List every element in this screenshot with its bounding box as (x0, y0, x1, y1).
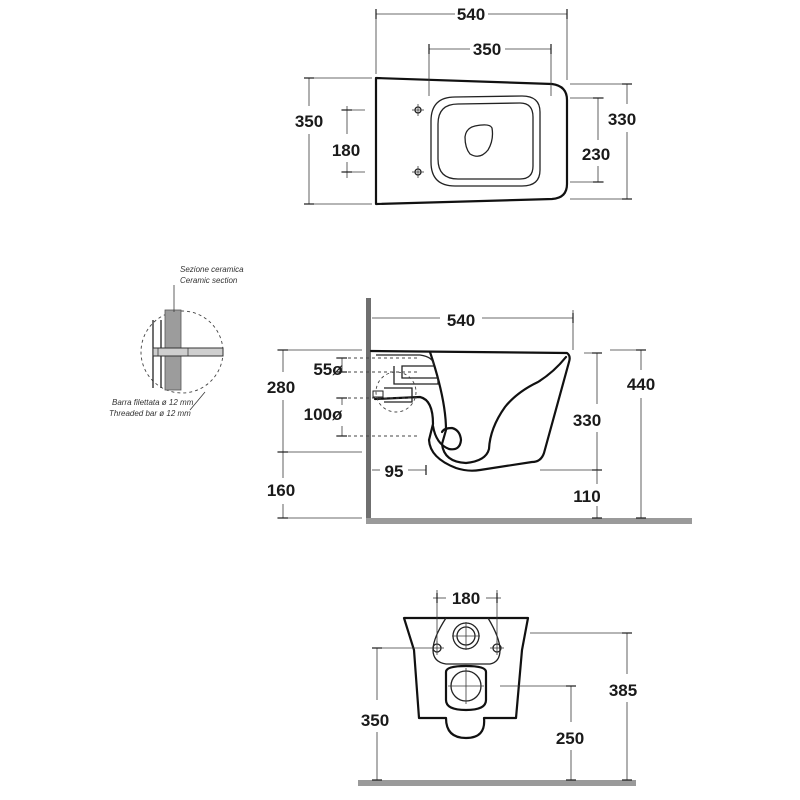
top-view-outlet-hole (464, 124, 494, 157)
side-outlet-depth-label: 95 (385, 462, 404, 481)
side-view: 540 55ø 100ø 280 160 330 (267, 298, 692, 524)
rear-view-outline (402, 616, 530, 740)
detail-section-label-en: Ceramic section (180, 276, 238, 285)
rear-width-fixing-label: 180 (452, 589, 480, 608)
side-view-outline (369, 349, 571, 472)
detail-bar-label-en: Threaded bar ø 12 mm (109, 409, 191, 418)
side-height-bowl-label: 330 (573, 411, 601, 430)
side-height-floor-fixing-label: 160 (267, 481, 295, 500)
side-inlet-dia-label: 55ø (313, 360, 343, 379)
side-view-outlet-pipe (384, 387, 413, 403)
rear-view: 180 350 250 385 (358, 589, 637, 786)
rear-floor (358, 780, 636, 786)
top-width-inner-label: 230 (582, 145, 610, 164)
top-view-bowl-inner (437, 102, 534, 180)
top-width-rear-label: 350 (295, 112, 323, 131)
top-view-bowl-opening (430, 95, 541, 187)
side-outlet-dia-label: 100ø (304, 405, 343, 424)
top-width-front-label: 330 (608, 110, 636, 129)
detail-bar-label-it: Barra filettata ø 12 mm (112, 398, 194, 407)
side-height-fixing-label: 280 (267, 378, 295, 397)
top-width-fixing-label: 180 (332, 141, 360, 160)
top-view-outline (374, 76, 569, 206)
side-length-total-label: 540 (447, 311, 475, 330)
side-height-total-label: 440 (627, 375, 655, 394)
top-length-fixing-label: 350 (473, 40, 501, 59)
side-height-rim-floor-label: 110 (573, 487, 600, 506)
rear-view-inlet (452, 622, 480, 650)
fixing-detail: Sezione ceramica Ceramic section Barra f… (109, 265, 244, 418)
top-view-fixing-hole-lower (412, 166, 424, 178)
side-floor (366, 518, 692, 524)
rear-view-inner-plate (432, 617, 501, 665)
rear-view-outlet (444, 664, 488, 712)
side-view-detail-circle (375, 371, 417, 413)
side-view-bolt (372, 390, 384, 398)
top-view: 540 350 350 180 330 (295, 5, 636, 206)
side-wall (366, 298, 371, 524)
top-length-total-label: 540 (457, 5, 485, 24)
detail-section-label-it: Sezione ceramica (180, 265, 244, 274)
rear-height-fixing-label: 350 (361, 711, 389, 730)
rear-height-outlet-label: 250 (556, 729, 584, 748)
side-view-inlet (376, 354, 439, 385)
top-view-fixing-hole-upper (412, 104, 424, 116)
side-view-trap (431, 424, 463, 451)
rear-height-total-label: 385 (609, 681, 637, 700)
